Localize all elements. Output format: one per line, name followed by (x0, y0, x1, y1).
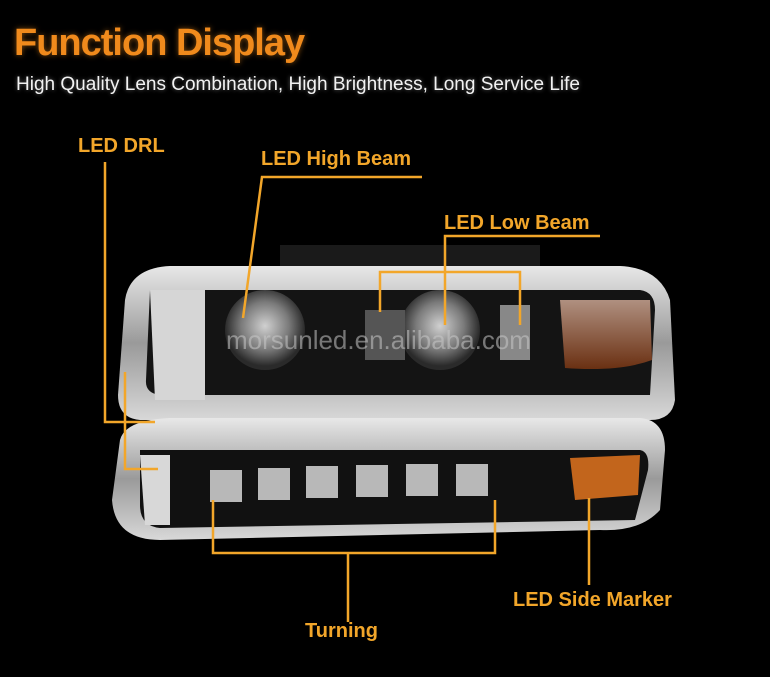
watermark: morsunled.en.alibaba.com (226, 325, 531, 355)
callout-turning: Turning (305, 620, 378, 642)
page-title: Function Display (14, 22, 305, 64)
callout-led-low-beam: LED Low Beam (444, 212, 590, 234)
callout-led-side-marker: LED Side Marker (513, 589, 672, 611)
callout-led-drl: LED DRL (78, 135, 165, 157)
page-subtitle: High Quality Lens Combination, High Brig… (16, 74, 580, 95)
callout-led-high-beam: LED High Beam (261, 148, 412, 170)
bumper-lamp (112, 418, 665, 540)
headlight-upper (118, 245, 675, 420)
callout-lines (103, 162, 600, 622)
